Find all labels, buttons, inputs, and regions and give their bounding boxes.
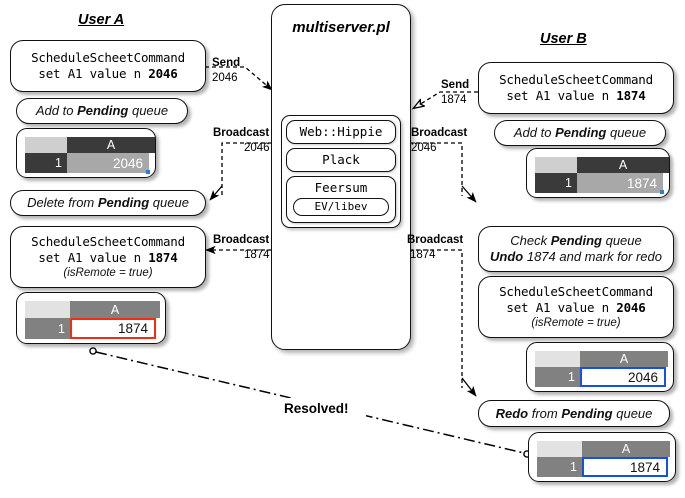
sheet-cell-a1[interactable]: 1874 <box>582 457 668 477</box>
sheet-cell-a1[interactable]: 1874 <box>70 318 156 339</box>
userb-redo-pending-box: Redo from Pending queue <box>478 400 670 427</box>
usera-spreadsheet-1[interactable]: A 1 2046 <box>16 128 156 178</box>
label-a-send-value: 2046 <box>212 72 238 84</box>
sheet-resize-handle[interactable] <box>660 190 664 194</box>
userb-command-box-1: ScheduleScheetCommand set A1 value n 187… <box>478 62 674 114</box>
sheet-corner <box>25 301 70 318</box>
label-b-send: Send <box>441 79 470 91</box>
sheet-row-header-1[interactable]: 1 <box>537 457 582 477</box>
userb-spreadsheet-3[interactable]: A 1 1874 <box>528 432 676 482</box>
label-b-broadcast-1874-value: 1874 <box>410 249 436 261</box>
sheet-col-header-a[interactable]: A <box>580 351 668 367</box>
sheet-row-header-1[interactable]: 1 <box>25 153 67 173</box>
label-a-broadcast-1874-value: 1874 <box>244 249 270 261</box>
userb-command-box-2: ScheduleScheetCommand set A1 value n 204… <box>478 276 674 338</box>
sheet-resize-handle[interactable] <box>146 170 150 174</box>
label-b-broadcast-1874: Broadcast <box>407 234 464 246</box>
label-a-send: Send <box>212 57 241 69</box>
link-a-send <box>205 66 273 91</box>
userb-redo-pending-label: Redo from Pending queue <box>495 405 653 421</box>
server-title: multiserver.pl <box>292 19 390 36</box>
usera-add-pending-box: Add to Pending queue <box>16 98 188 124</box>
server-panel: multiserver.pl Web::Hippie Plack Feersum… <box>271 4 411 350</box>
label-b-broadcast-2046-value: 2046 <box>411 142 437 154</box>
userb-check-line2: Undo 1874 and mark for redo <box>490 249 662 264</box>
usera-cmd1-line1: ScheduleScheetCommand <box>31 50 185 65</box>
sheet-cell-a1[interactable]: 2046 <box>67 153 149 173</box>
link-b-broadcast-1874 <box>409 249 477 397</box>
userb-cmd1-line1: ScheduleScheetCommand <box>499 72 653 87</box>
stack-subitem-ev-libev: EV/libev <box>293 198 389 216</box>
label-a-broadcast-1874: Broadcast <box>213 234 270 246</box>
userb-spreadsheet-1[interactable]: A 1 1874 <box>526 148 670 198</box>
usera-command-box-2: ScheduleScheetCommand set A1 value n 187… <box>10 226 206 288</box>
sheet-row-header-1[interactable]: 1 <box>535 367 580 387</box>
usera-cmd1-line2: set A1 value n 2046 <box>38 66 178 81</box>
user-b-title: User B <box>540 31 587 47</box>
sheet-cell-a1[interactable]: 1874 <box>577 173 663 193</box>
label-b-send-value: 1874 <box>441 94 467 106</box>
sheet-corner <box>535 351 580 367</box>
user-a-title: User A <box>78 12 125 28</box>
stack-item-feersum: Feersum EV/libev <box>286 176 396 223</box>
stack-item-feersum-label: Feersum <box>314 180 368 195</box>
sheet-cell-a1[interactable]: 2046 <box>580 367 666 387</box>
label-b-broadcast-2046: Broadcast <box>411 127 468 139</box>
sheet-corner <box>25 137 67 153</box>
usera-cmd2-line2: set A1 value n 1874 <box>38 250 178 265</box>
sheet-row-header-1[interactable]: 1 <box>25 318 70 339</box>
userb-cmd2-line1: ScheduleScheetCommand <box>499 284 653 299</box>
sheet-col-header-a[interactable]: A <box>582 441 670 457</box>
stack-item-plack: Plack <box>286 148 396 172</box>
sheet-corner <box>537 441 582 457</box>
userb-cmd1-line2: set A1 value n 1874 <box>506 88 646 103</box>
server-stack: Web::Hippie Plack Feersum EV/libev <box>281 115 401 228</box>
userb-add-pending-box: Add to Pending queue <box>494 120 666 146</box>
usera-cmd2-line3: (isRemote = true) <box>63 267 153 279</box>
sheet-col-header-a[interactable]: A <box>70 301 160 318</box>
userb-cmd2-line2: set A1 value n 2046 <box>506 300 646 315</box>
stack-item-web-hippie: Web::Hippie <box>286 120 396 144</box>
label-a-broadcast-2046-value: 2046 <box>244 142 270 154</box>
link-b-send <box>414 91 478 108</box>
sheet-col-header-a[interactable]: A <box>577 157 669 173</box>
resolved-label: Resolved! <box>284 401 349 416</box>
usera-delete-pending-label: Delete from Pending queue <box>27 195 189 210</box>
userb-add-pending-label: Add to Pending queue <box>513 125 647 140</box>
link-b-broadcast-2046 <box>409 142 477 203</box>
usera-delete-pending-box: Delete from Pending queue <box>10 190 206 216</box>
sheet-corner <box>535 157 577 173</box>
usera-add-pending-label: Add to Pending queue <box>35 103 169 118</box>
userb-cmd2-line3: (isRemote = true) <box>531 317 621 329</box>
sheet-col-header-a[interactable]: A <box>67 137 155 153</box>
usera-cmd2-line1: ScheduleScheetCommand <box>31 234 185 249</box>
userb-spreadsheet-2[interactable]: A 1 2046 <box>526 342 674 392</box>
userb-check-line1: Check Pending queue <box>510 233 642 248</box>
usera-command-box-1: ScheduleScheetCommand set A1 value n 204… <box>10 40 206 92</box>
label-a-broadcast-2046: Broadcast <box>213 127 270 139</box>
usera-spreadsheet-2[interactable]: A 1 1874 <box>16 292 166 344</box>
link-resolved <box>89 347 531 458</box>
link-a-broadcast-2046 <box>209 142 272 201</box>
userb-check-pending-box: Check Pending queue Undo 1874 and mark f… <box>478 226 674 272</box>
sheet-row-header-1[interactable]: 1 <box>535 173 577 193</box>
